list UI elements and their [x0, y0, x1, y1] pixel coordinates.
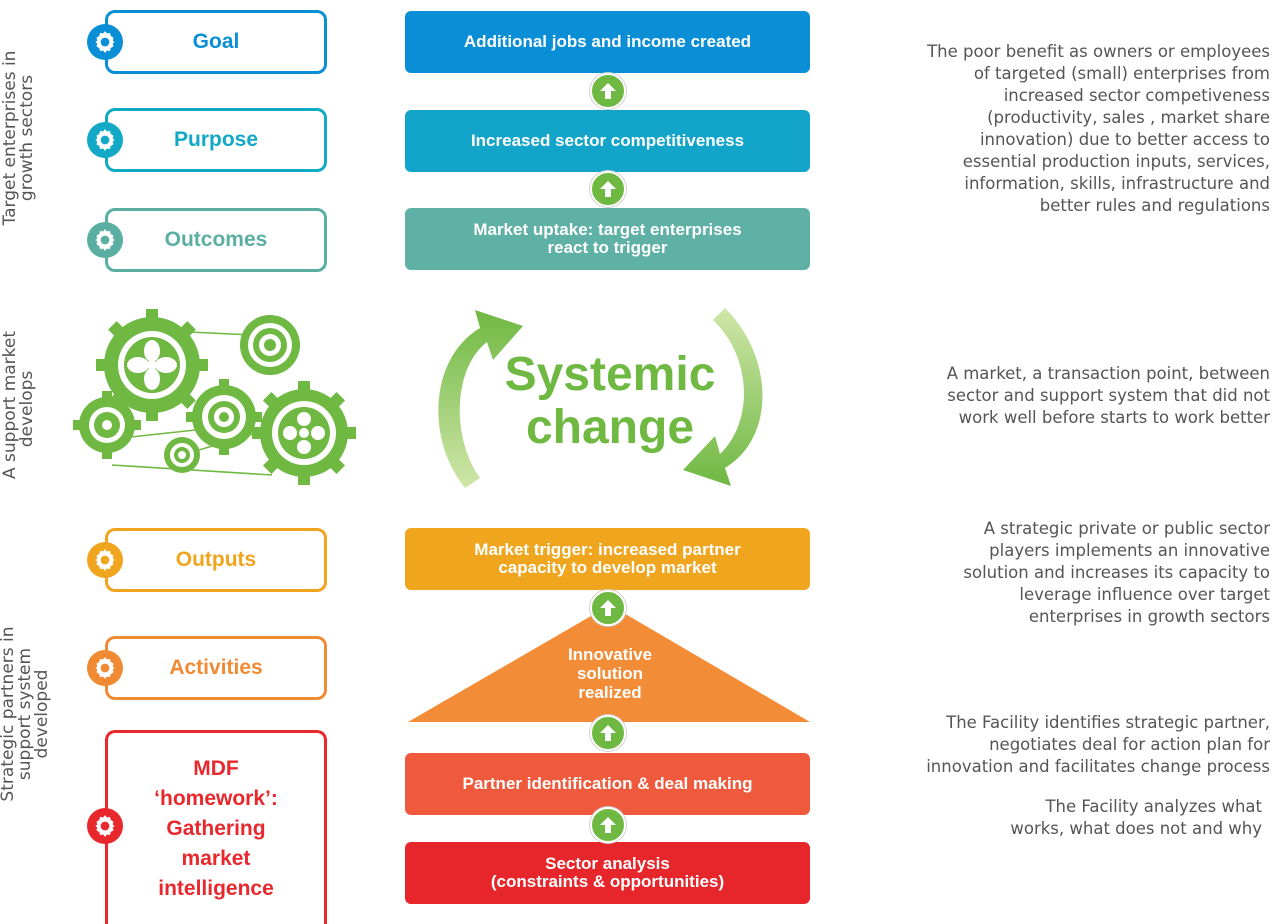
gear-icon [96, 309, 208, 421]
innovative-solution-label: Innovative solution realized [520, 645, 700, 702]
desc-poor-benefit: The poor benefit as owners or employees … [927, 42, 1270, 215]
systemic-line: change [525, 401, 695, 454]
market-trigger-line: capacity to develop market [498, 558, 717, 577]
market-trigger-line: Market trigger: increased partner [474, 540, 741, 559]
gear-icon [87, 650, 123, 686]
market-trigger-box: Market trigger: increased partner capaci… [405, 528, 810, 590]
innovative-line: Innovative [567, 645, 653, 664]
gears-illustration [73, 309, 356, 485]
competitiveness-box: Increased sector competitiveness [405, 110, 810, 172]
desc-facility-partner: The Facility identifies strategic partne… [926, 713, 1270, 776]
side-label-support-market: A support market develops [0, 331, 38, 479]
innovative-line: realized [578, 683, 642, 702]
outcomes-box: Outcomes [105, 208, 327, 272]
side-label-strategic-partners: Strategic partners in support system dev… [0, 624, 54, 804]
market-uptake-box: Market uptake: target enterprises react … [405, 208, 810, 270]
market-uptake-line: Market uptake: target enterprises [473, 220, 742, 239]
up-arrow-icon [590, 807, 626, 843]
up-arrow-icon [590, 73, 626, 109]
systemic-line: Systemic [504, 348, 716, 401]
sector-analysis-line: Sector analysis [545, 854, 670, 873]
up-arrow-icon [590, 171, 626, 207]
homework-line: market [181, 846, 251, 870]
jobs-income-box: Additional jobs and income created [405, 11, 810, 73]
gear-icon [87, 122, 123, 158]
outcomes-label: Outcomes [164, 228, 268, 251]
goal-box: Goal [105, 10, 327, 74]
desc-facility-analyzes: The Facility analyzes what works, what d… [1010, 797, 1262, 838]
cycle-arrows-icon [438, 308, 763, 488]
systemic-change-label: Systemic change [470, 348, 750, 454]
innovative-line: solution [576, 664, 644, 683]
up-arrow-icon [590, 715, 626, 751]
gear-icon [87, 542, 123, 578]
goal-label: Goal [192, 30, 240, 53]
jobs-income-label: Additional jobs and income created [463, 32, 752, 51]
gear-icon [87, 808, 123, 844]
competitiveness-label: Increased sector competitiveness [470, 131, 745, 150]
sector-analysis-box: Sector analysis (constraints & opportuni… [405, 842, 810, 904]
desc-market-transaction: A market, a transaction point, between s… [946, 364, 1270, 427]
side-label-line: growth sectors [17, 74, 37, 202]
homework-line: MDF [193, 756, 239, 780]
purpose-box: Purpose [105, 108, 327, 172]
side-label-line: developed [32, 669, 52, 759]
homework-line: Gathering [166, 816, 266, 840]
side-label-target-enterprises: Target enterprises in growth sectors [0, 48, 38, 228]
activities-label: Activities [169, 656, 263, 679]
sector-analysis-line: (constraints & opportunities) [490, 872, 725, 891]
purpose-label: Purpose [173, 128, 259, 151]
homework-box: MDF ‘homework’: Gathering market intelli… [105, 730, 327, 924]
side-label-line: develops [17, 370, 37, 448]
up-arrow-icon [590, 590, 626, 626]
activities-box: Activities [105, 636, 327, 700]
partner-identification-box: Partner identification & deal making [405, 753, 810, 815]
market-uptake-line: react to trigger [547, 238, 668, 257]
partner-identification-label: Partner identification & deal making [462, 774, 753, 793]
innovative-solution-triangle [408, 605, 810, 722]
outputs-box: Outputs [105, 528, 327, 592]
homework-line: intelligence [158, 876, 274, 900]
gear-icon [87, 222, 123, 258]
homework-line: ‘homework’: [154, 786, 278, 810]
outputs-label: Outputs [175, 548, 257, 571]
gear-icon [87, 24, 123, 60]
desc-strategic-players: A strategic private or public sector pla… [963, 519, 1270, 626]
